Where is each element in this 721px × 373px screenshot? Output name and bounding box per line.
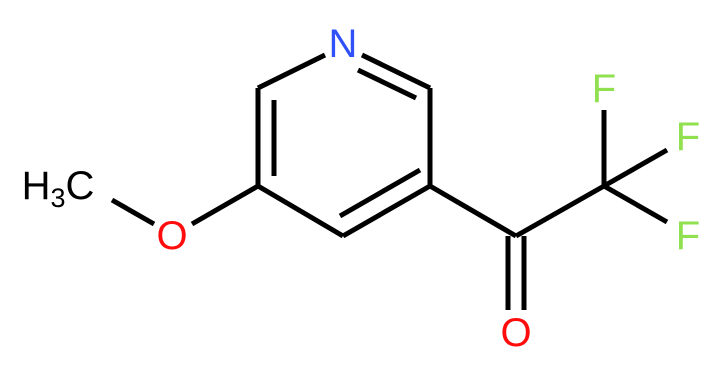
bond-line [514, 183, 606, 239]
atom-label-o2: O [500, 311, 531, 355]
bond-line [110, 197, 156, 227]
bond-line [338, 167, 422, 219]
bond-layer [110, 52, 669, 310]
bond-line [602, 147, 669, 189]
atom-label-layer: N F F F O O H3C [22, 22, 701, 355]
bond-line [256, 52, 327, 91]
atom-label-f1: F [592, 67, 616, 111]
bond-line [341, 183, 432, 239]
bond-line [602, 183, 669, 225]
bond-line [256, 183, 345, 239]
atom-label-ch3: H3C [22, 164, 95, 213]
atom-label-o1: O [156, 214, 187, 258]
atom-label-f2: F [676, 115, 700, 159]
bond-line [428, 183, 518, 239]
bond-line [360, 52, 432, 91]
atom-label-f3: F [676, 214, 700, 258]
atom-label-n1: N [329, 22, 358, 66]
bond-line [190, 183, 260, 227]
bond-line [356, 67, 418, 101]
